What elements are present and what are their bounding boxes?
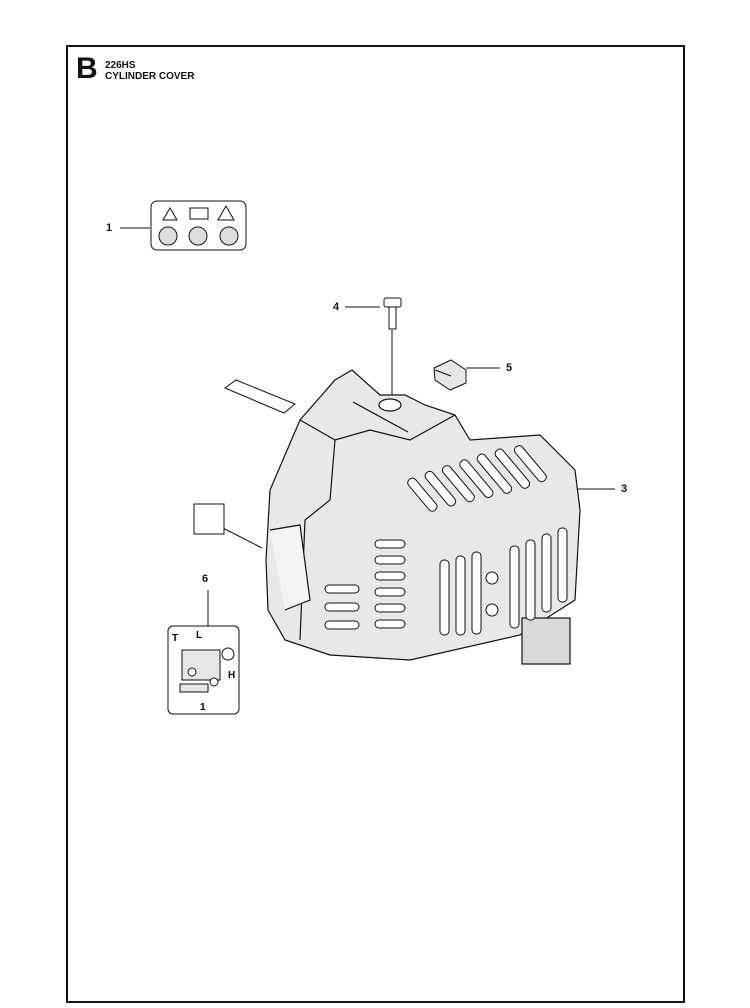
callout-6[interactable]: 6 bbox=[202, 573, 209, 585]
gloves-icon bbox=[188, 226, 208, 246]
callout-5[interactable]: 5 bbox=[506, 362, 513, 374]
small-label bbox=[193, 503, 225, 535]
model-number: 226HS bbox=[105, 60, 136, 71]
decal-strip bbox=[223, 379, 296, 414]
carb-label-one: 1 bbox=[200, 702, 206, 713]
boots-icon bbox=[219, 226, 239, 246]
carb-label-h: H bbox=[228, 670, 235, 681]
section-letter: B bbox=[76, 52, 98, 85]
carb-label-t: T bbox=[172, 633, 178, 644]
drawing-frame bbox=[66, 45, 685, 1003]
warning-triangle-icon bbox=[162, 207, 178, 221]
manual-book-icon bbox=[189, 207, 209, 220]
page-title: CYLINDER COVER bbox=[105, 71, 195, 82]
helmet-icon bbox=[158, 226, 178, 246]
carb-label-l: L bbox=[196, 630, 202, 641]
callout-3[interactable]: 3 bbox=[621, 483, 628, 495]
carburetor-inset bbox=[167, 625, 240, 715]
carburetor-icon bbox=[181, 649, 221, 681]
callout-4[interactable]: 4 bbox=[333, 301, 340, 313]
warning-decal bbox=[150, 200, 247, 251]
cover-vents bbox=[324, 445, 568, 636]
warning-triangle-icon bbox=[217, 204, 235, 221]
callout-1[interactable]: 1 bbox=[106, 222, 113, 234]
rubber-pad bbox=[433, 359, 467, 391]
screw bbox=[383, 297, 402, 330]
leader-line-6b bbox=[222, 527, 263, 549]
